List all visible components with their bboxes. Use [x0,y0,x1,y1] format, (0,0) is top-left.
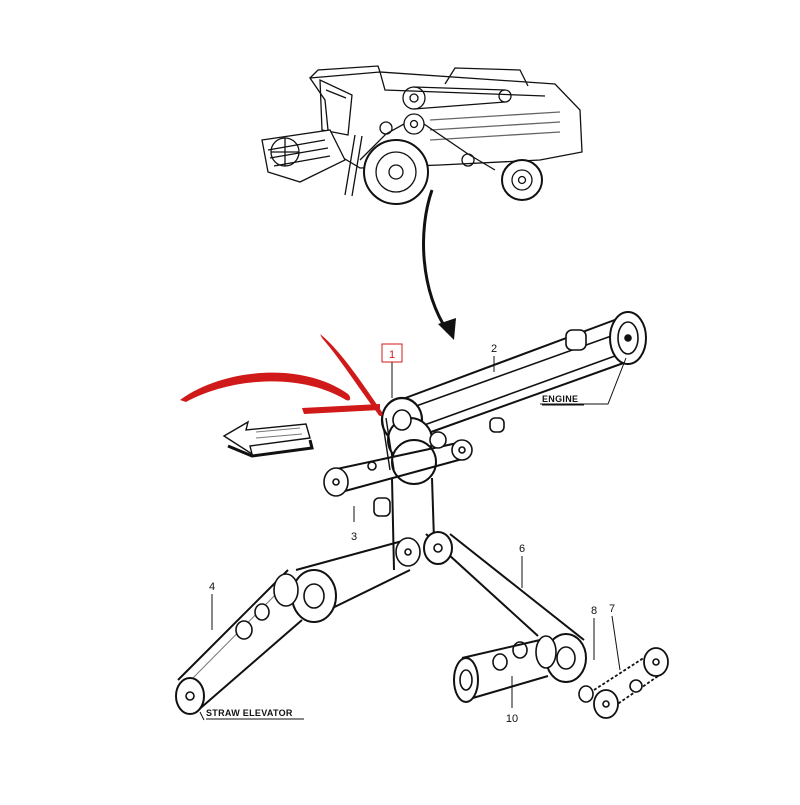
callout-6: 6 [519,543,525,555]
callout-10: 10 [506,713,518,725]
callout-1-box [381,343,403,363]
callout-1: 1 [389,349,395,361]
direction-arrow-icon [222,420,314,458]
callout-leaders [199,356,627,721]
combine-harvester-illustration [261,65,583,205]
callout-7: 7 [609,603,615,615]
pointer-arrow [422,189,450,333]
callout-8: 8 [591,605,597,617]
label-engine: ENGINE [542,394,578,404]
belt-drive-schematic [175,311,669,719]
callout-2: 2 [491,343,497,355]
pointer-arrowhead-icon [438,318,456,340]
callout-3: 3 [351,531,357,543]
red-highlight-marks [180,334,383,417]
callout-4: 4 [209,581,215,593]
label-straw-elevator: STRAW ELEVATOR [206,708,293,718]
